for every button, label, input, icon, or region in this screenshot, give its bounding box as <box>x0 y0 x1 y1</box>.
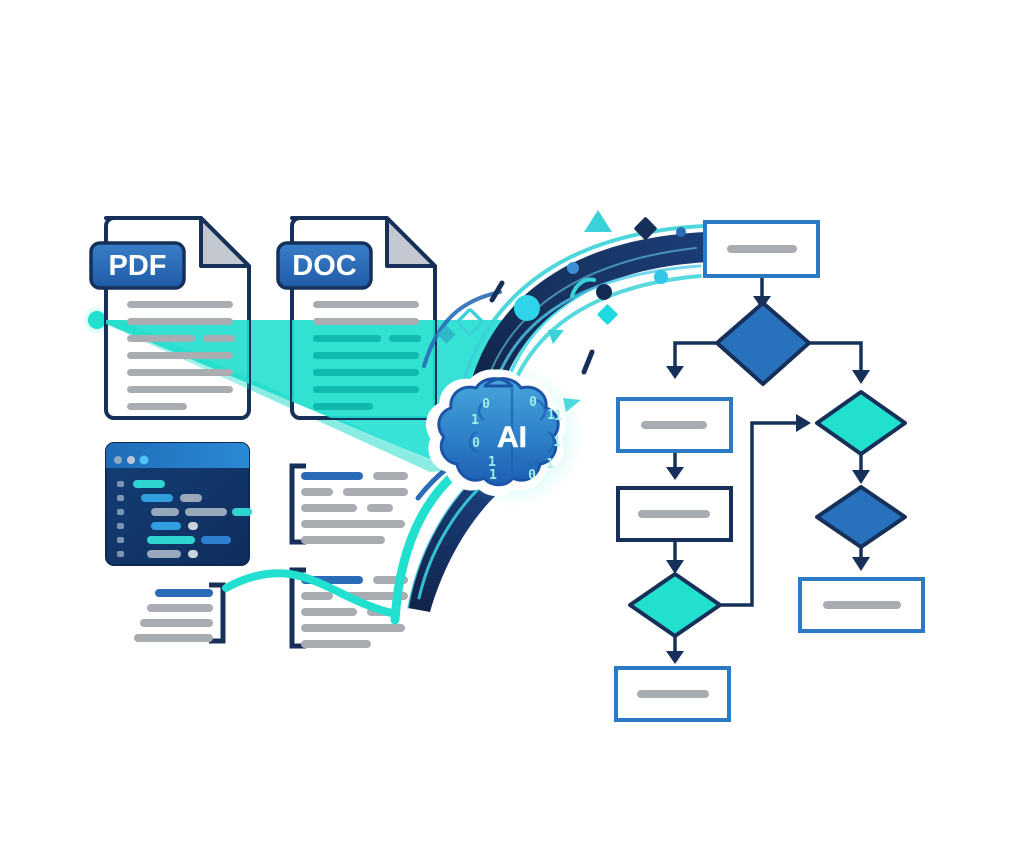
highlight-line <box>155 589 213 597</box>
doc-corner-fold-icon <box>385 216 437 268</box>
bracket-block-right-1 <box>289 463 408 545</box>
svg-text:1: 1 <box>488 455 496 470</box>
pdf-corner-fold-icon <box>199 216 251 268</box>
flow-node-box-1[interactable] <box>703 220 820 278</box>
flow-node-box-2[interactable] <box>616 397 733 453</box>
pdf-document[interactable]: PDF <box>89 216 505 472</box>
svg-text:0: 0 <box>472 436 480 451</box>
placeholder-bar <box>823 601 901 609</box>
code-editor-window[interactable] <box>105 442 252 566</box>
ai-brain-core[interactable]: 0 0 1 1 1 0 1 1 1 0 1 AI <box>425 364 584 508</box>
slash-particle-icon <box>489 280 505 303</box>
triangle-particle-icon <box>584 210 612 232</box>
slash-particle-icon <box>581 349 595 375</box>
ai-label: AI <box>497 421 527 454</box>
flow-node-box-4[interactable] <box>614 666 731 722</box>
code-window-titlebar <box>106 443 249 468</box>
svg-text:0: 0 <box>482 397 490 412</box>
diamond-particle-icon <box>437 325 456 344</box>
placeholder-bar <box>638 510 710 518</box>
flow-node-decision-1[interactable] <box>715 301 811 386</box>
process-flowchart <box>614 220 925 722</box>
flow-node-decision-4[interactable] <box>815 485 907 549</box>
placeholder-bar <box>641 421 707 429</box>
circle-particle-icon <box>676 227 686 237</box>
doc-badge-label: DOC <box>292 250 357 282</box>
highlight-line <box>301 472 363 480</box>
bracket-block-left-1 <box>134 582 226 644</box>
svg-text:1: 1 <box>547 408 555 423</box>
window-dot-maximize-icon[interactable] <box>139 455 149 465</box>
doc-badge[interactable]: DOC <box>276 241 373 290</box>
arc-particle-icon <box>570 277 596 298</box>
svg-text:0: 0 <box>529 395 537 410</box>
bracket-block-right-2 <box>289 567 408 649</box>
svg-text:1: 1 <box>554 409 562 424</box>
flow-node-decision-3[interactable] <box>815 390 907 456</box>
placeholder-bar <box>637 690 709 698</box>
doc-text-lines <box>313 301 421 410</box>
flowchart-edges <box>666 276 870 664</box>
brain-shape-icon <box>437 377 560 487</box>
triangle-particle-icon <box>548 330 564 344</box>
doc-document[interactable]: DOC <box>97 216 505 472</box>
diamond-particle-icon <box>634 217 657 240</box>
circle-particle-icon <box>654 270 668 284</box>
flow-node-decision-2[interactable] <box>628 572 722 638</box>
placeholder-bar <box>727 245 797 253</box>
svg-text:1: 1 <box>553 435 561 450</box>
flow-node-box-3[interactable] <box>616 486 733 542</box>
svg-text:1: 1 <box>471 413 479 428</box>
svg-text:1: 1 <box>546 457 554 472</box>
pdf-badge-label: PDF <box>109 250 167 282</box>
circle-particle-icon <box>514 295 540 321</box>
svg-text:1: 1 <box>489 468 497 483</box>
window-dot-close-icon[interactable] <box>114 456 122 464</box>
decorative-particles <box>437 210 686 412</box>
brain-folds-icon <box>468 388 556 480</box>
circle-particle-icon <box>596 284 612 300</box>
diamond-outline-particle-icon <box>456 308 484 336</box>
pdf-badge[interactable]: PDF <box>89 241 186 290</box>
svg-text:0: 0 <box>528 468 536 483</box>
pdf-text-lines <box>127 301 235 410</box>
diamond-particle-icon <box>597 304 618 325</box>
code-lines <box>117 480 252 558</box>
flow-node-box-5[interactable] <box>798 577 925 633</box>
ai-binary-digits: 0 0 1 1 1 0 1 1 1 0 1 <box>471 395 562 483</box>
circle-particle-icon <box>567 262 579 274</box>
window-dot-minimize-icon[interactable] <box>127 456 135 464</box>
